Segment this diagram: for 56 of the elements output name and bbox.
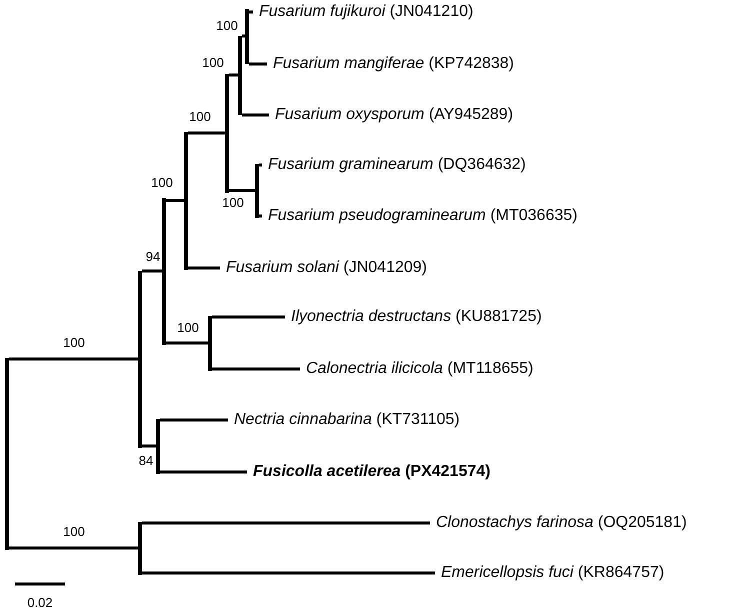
scale-label: 0.02 bbox=[26, 596, 54, 610]
clade-node-bar bbox=[225, 74, 229, 192]
clade-node-bar bbox=[245, 8, 249, 64]
tree-branch bbox=[249, 10, 253, 14]
clade-node-bar bbox=[208, 316, 212, 370]
tree-branch bbox=[160, 470, 247, 474]
tree-branch bbox=[166, 342, 208, 344]
bootstrap-value: 100 bbox=[62, 336, 86, 350]
taxon-label: Clonostachys farinosa (OQ205181) bbox=[430, 513, 687, 533]
tree-branch bbox=[229, 189, 255, 192]
clade-node-bar bbox=[238, 36, 242, 114]
tree-branch bbox=[259, 164, 262, 166]
tree-branch bbox=[242, 34, 245, 38]
tree-branch bbox=[142, 522, 430, 524]
taxon-label: Fusarium solani (JN041209) bbox=[220, 258, 427, 278]
tree-branch bbox=[160, 418, 228, 422]
taxon-label: Fusarium fujikuroi (JN041210) bbox=[253, 2, 474, 22]
tree-branch bbox=[188, 266, 220, 270]
bootstrap-value: 94 bbox=[144, 250, 162, 264]
tree-branch bbox=[242, 114, 269, 116]
taxon-label: Ilyonectria destructans (KU881725) bbox=[285, 307, 542, 327]
bootstrap-value: 100 bbox=[201, 56, 225, 70]
bootstrap-value: 100 bbox=[150, 176, 174, 190]
taxon-label: Fusarium mangiferae (KP742838) bbox=[267, 54, 514, 74]
tree-branch bbox=[212, 368, 300, 370]
tree-branch bbox=[142, 444, 156, 448]
tree-branch bbox=[9, 546, 138, 550]
clade-node-bar bbox=[255, 164, 259, 218]
taxon-label: Calonectria ilicicola (MT118655) bbox=[300, 359, 534, 379]
bootstrap-value: 100 bbox=[221, 196, 245, 210]
taxon-label: Fusarium graminearum (DQ364632) bbox=[262, 155, 526, 175]
taxon-label: Emericellopsis fuci (KR864757) bbox=[435, 563, 664, 583]
taxon-label: Fusicolla acetilerea (PX421574) bbox=[247, 462, 490, 482]
clade-node-bar bbox=[156, 418, 160, 474]
clade-node-bar bbox=[5, 358, 9, 550]
tree-branch bbox=[142, 572, 435, 574]
tree-branch bbox=[142, 270, 162, 272]
clade-node-bar bbox=[184, 132, 188, 270]
tree-branch bbox=[212, 316, 285, 318]
clade-node-bar bbox=[138, 270, 142, 448]
taxon-label: Nectria cinnabarina (KT731105) bbox=[228, 410, 460, 430]
bootstrap-value: 84 bbox=[138, 454, 154, 468]
taxon-label: Fusarium pseudograminearum (MT036635) bbox=[262, 206, 578, 226]
tree-branch bbox=[188, 132, 225, 134]
tree-branch bbox=[229, 74, 238, 76]
bootstrap-value: 100 bbox=[176, 321, 200, 335]
taxon-label: Fusarium oxysporum (AY945289) bbox=[269, 105, 514, 125]
clade-node-bar bbox=[162, 198, 166, 344]
tree-branch bbox=[9, 358, 138, 360]
tree-branch bbox=[166, 199, 184, 202]
tree-branch bbox=[259, 214, 262, 218]
bootstrap-value: 100 bbox=[215, 19, 239, 33]
clade-node-bar bbox=[138, 522, 142, 574]
bootstrap-value: 100 bbox=[62, 525, 86, 539]
bootstrap-value: 100 bbox=[188, 110, 212, 124]
tree-branch bbox=[249, 62, 267, 66]
